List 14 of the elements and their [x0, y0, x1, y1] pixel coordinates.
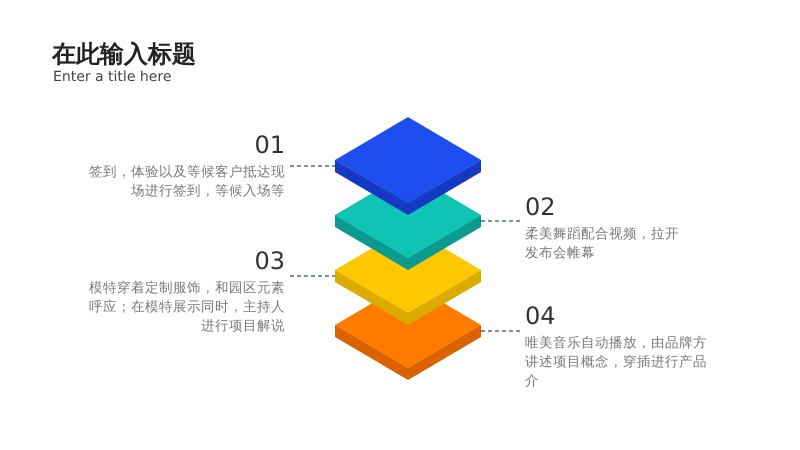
leader-line	[481, 220, 520, 222]
subtitle: Enter a title here	[53, 69, 172, 85]
step-number: 03	[253, 247, 285, 275]
leader-line	[290, 275, 335, 277]
step-description: 签到，体验以及等候客户抵达现场进行签到，等候入场等	[88, 163, 285, 201]
leader-line	[481, 330, 520, 332]
step-description: 柔美舞蹈配合视频，拉开发布会帷幕	[525, 225, 680, 263]
step-number: 01	[253, 131, 285, 159]
step-number: 04	[525, 302, 557, 330]
leader-line	[290, 165, 335, 167]
title: 在此输入标题	[52, 39, 196, 70]
step-description: 模特穿着定制服饰，和园区元素呼应；在模特展示同时，主持人进行项目解说	[88, 279, 285, 336]
step-description: 唯美音乐自动播放，由品牌方讲述项目概念，穿插进行产品介	[525, 334, 708, 391]
step-number: 02	[525, 193, 557, 221]
